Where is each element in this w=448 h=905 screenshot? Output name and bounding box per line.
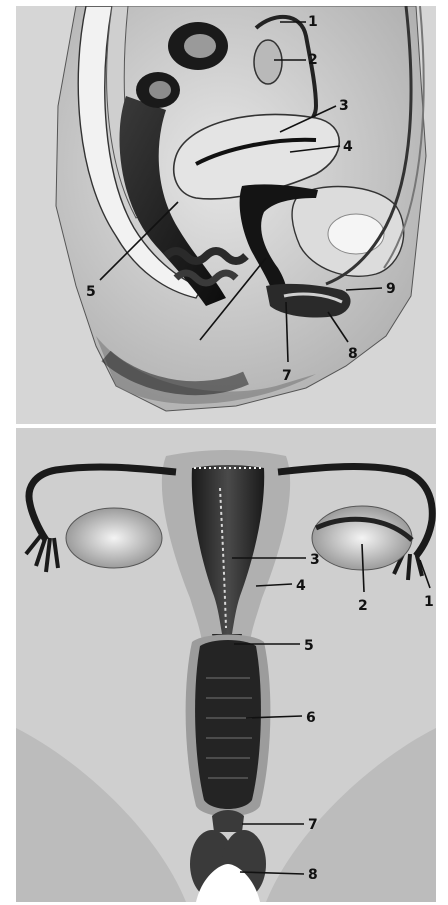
svg-text:2: 2 — [358, 598, 368, 614]
svg-text:6: 6 — [306, 710, 316, 726]
svg-text:7: 7 — [308, 817, 318, 833]
ovary-left — [66, 508, 162, 568]
svg-text:8: 8 — [348, 346, 358, 362]
label-1-frontal: 1 — [420, 560, 434, 610]
frontal-view-drawing: 1 2 3 4 5 6 7 8 — [16, 428, 436, 902]
svg-text:5: 5 — [304, 638, 314, 654]
ovary-sagittal — [254, 40, 282, 84]
svg-text:5: 5 — [86, 284, 96, 300]
intestine-loop-2-lumen — [149, 81, 171, 99]
svg-text:3: 3 — [339, 98, 349, 114]
sagittal-section-illustration: 1 2 3 4 5 7 8 9 — [16, 6, 436, 424]
svg-text:4: 4 — [343, 139, 353, 155]
svg-text:7: 7 — [282, 368, 292, 384]
svg-text:1: 1 — [308, 14, 318, 30]
label-7-frontal: 7 — [242, 817, 318, 833]
svg-text:4: 4 — [296, 578, 306, 594]
hymen — [212, 810, 244, 832]
thigh-left — [16, 728, 186, 902]
bladder-inner — [328, 214, 384, 254]
svg-text:9: 9 — [386, 281, 396, 297]
svg-text:2: 2 — [308, 52, 318, 68]
svg-text:8: 8 — [308, 867, 318, 883]
svg-text:1: 1 — [424, 594, 434, 610]
sagittal-section-drawing: 1 2 3 4 5 7 8 9 — [16, 6, 436, 424]
svg-text:3: 3 — [310, 552, 320, 568]
vagina — [195, 640, 261, 809]
thigh-right — [266, 728, 436, 902]
intestine-loop-1-lumen — [184, 34, 216, 58]
frontal-view-illustration: 1 2 3 4 5 6 7 8 — [16, 428, 436, 902]
